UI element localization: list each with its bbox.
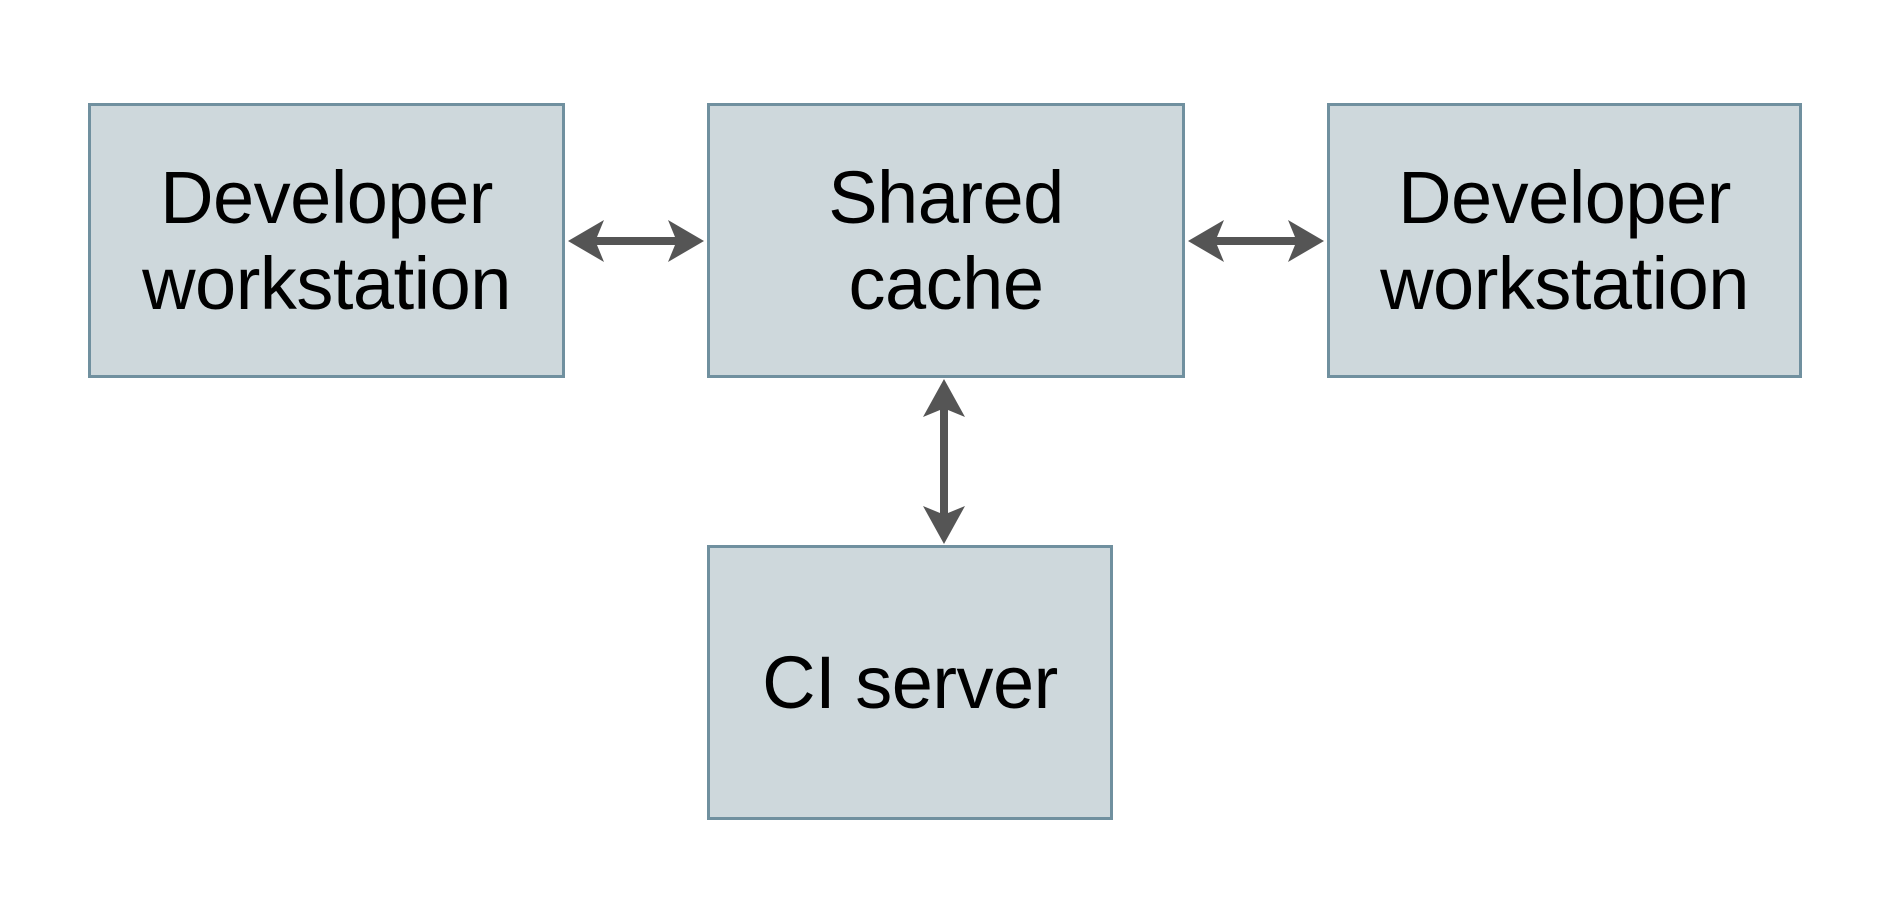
- node-label: Developer workstation: [142, 155, 511, 325]
- node-developer-workstation-left[interactable]: Developer workstation: [88, 103, 565, 378]
- node-label: Developer workstation: [1380, 155, 1749, 325]
- double-arrow-vertical-icon: [923, 379, 965, 544]
- double-arrow-horizontal-icon: [1188, 220, 1324, 262]
- double-arrow-horizontal-icon: [568, 220, 704, 262]
- node-shared-cache[interactable]: Shared cache: [707, 103, 1185, 378]
- edge-developer-left-to-shared-cache[interactable]: [560, 206, 712, 276]
- node-label: Shared cache: [828, 155, 1064, 325]
- node-label: CI server: [762, 640, 1058, 724]
- node-developer-workstation-right[interactable]: Developer workstation: [1327, 103, 1802, 378]
- edge-shared-cache-to-developer-right[interactable]: [1180, 206, 1332, 276]
- node-ci-server[interactable]: CI server: [707, 545, 1113, 820]
- edge-shared-cache-to-ci-server[interactable]: [909, 373, 979, 550]
